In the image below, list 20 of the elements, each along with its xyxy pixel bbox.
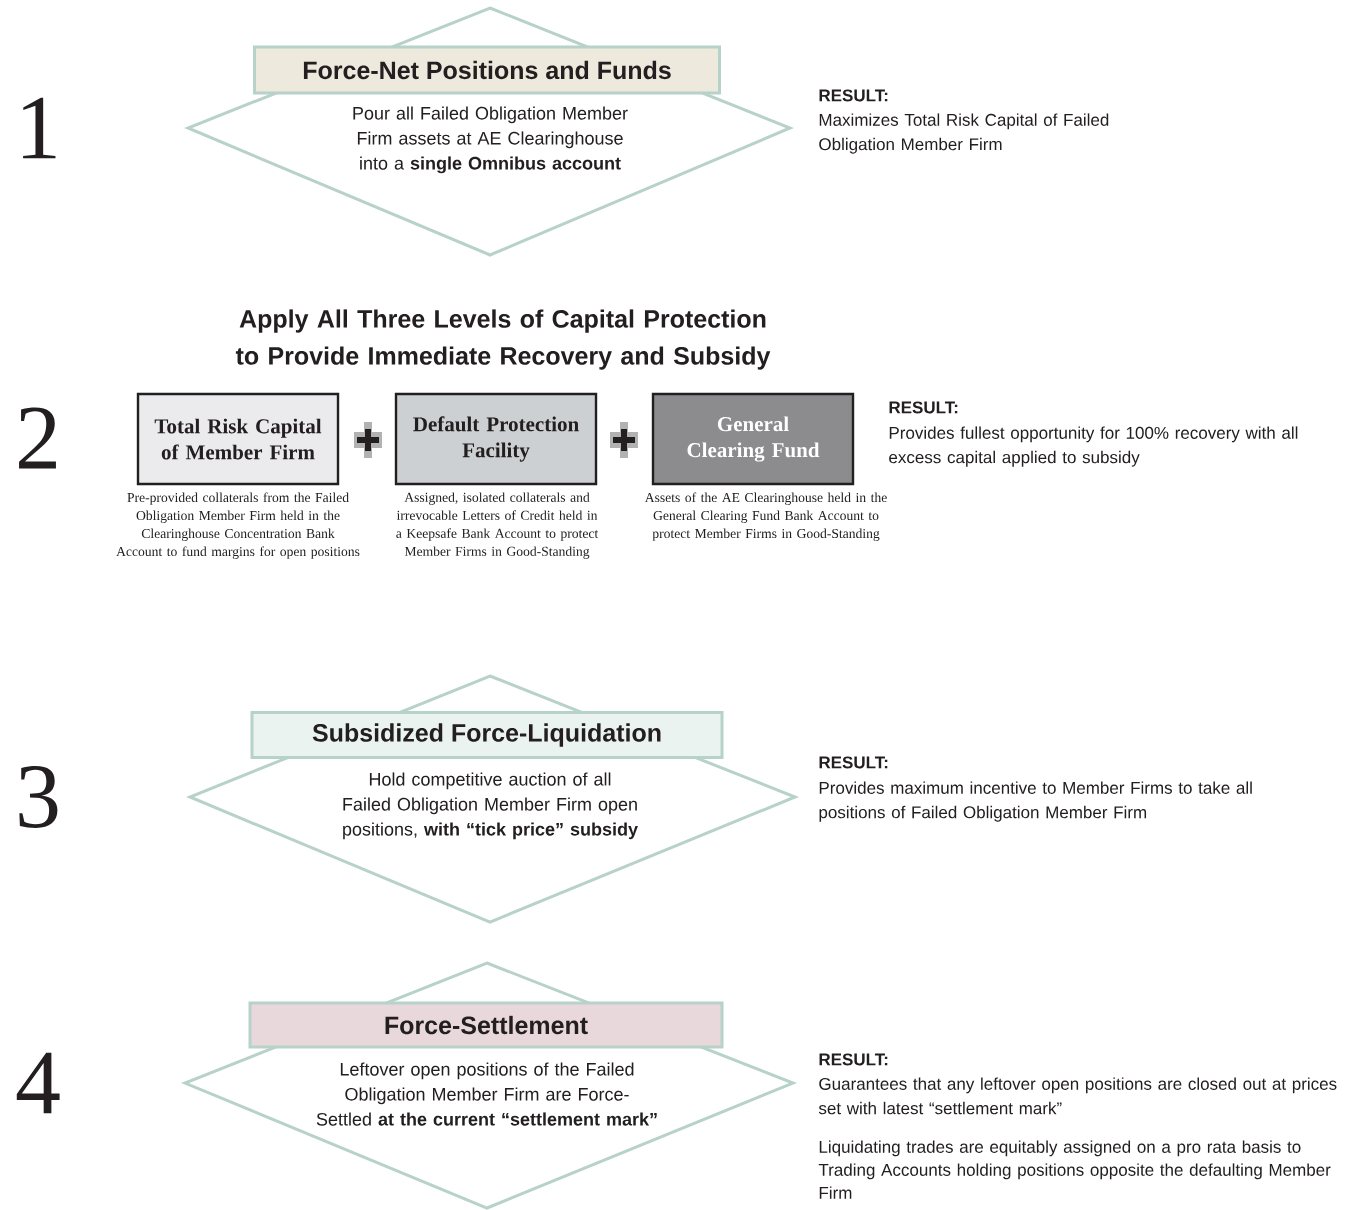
result-text: Guarantees that any leftover open positions are closed out at prices set with latest “settlement mark” [818, 1077, 1337, 1115]
box-description: Assets of the AE Clearinghouse held in the General Clearing Fund Bank Account to protect Member Firms in Good-Standing [644, 492, 887, 541]
box-description: Assigned, isolated collaterals and irrevocable Letters of Credit held in a Keepsafe Bank Account to protect Member Firms in Good-Standing [396, 492, 599, 559]
protection-box: General Clearing Fund [651, 392, 855, 486]
result-heading: RESULT: [819, 756, 888, 769]
box-description: Pre-provided collaterals from the Failed Obligation Member Firm held in the Clearinghouse Concentration Bank Account to fund margins for open positions [116, 492, 360, 559]
section-heading: Apply All Three Levels of Capital Protection to Provide Immediate Recovery and Subsidy [235, 309, 771, 370]
step-number: 1 [23, 97, 56, 159]
result-text: Liquidating trades are equitably assigned on a pro rata basis to Trading Accounts holding positions opposite the defaulting Member Firm [818, 1140, 1331, 1199]
protection-box: Total Risk Capital of Member Firm [136, 392, 340, 486]
result-heading: RESULT: [889, 401, 958, 414]
result-text: Maximizes Total Risk Capital of Failed Obligation Member Firm [819, 113, 1109, 154]
result-heading: RESULT: [819, 89, 888, 102]
protection-box: Default Protection Facility [394, 392, 598, 486]
result-heading: RESULT: [819, 1053, 888, 1066]
result-text: Provides maximum incentive to Member Firms to take all positions of Failed Obligation Member Firm [819, 781, 1252, 822]
result-text: Provides fullest opportunity for 100% recovery with all excess capital applied to subsidy [889, 426, 1298, 467]
step-number: 2 [19, 407, 56, 469]
step-number: 4 [16, 1052, 60, 1114]
step-number: 3 [19, 766, 58, 828]
